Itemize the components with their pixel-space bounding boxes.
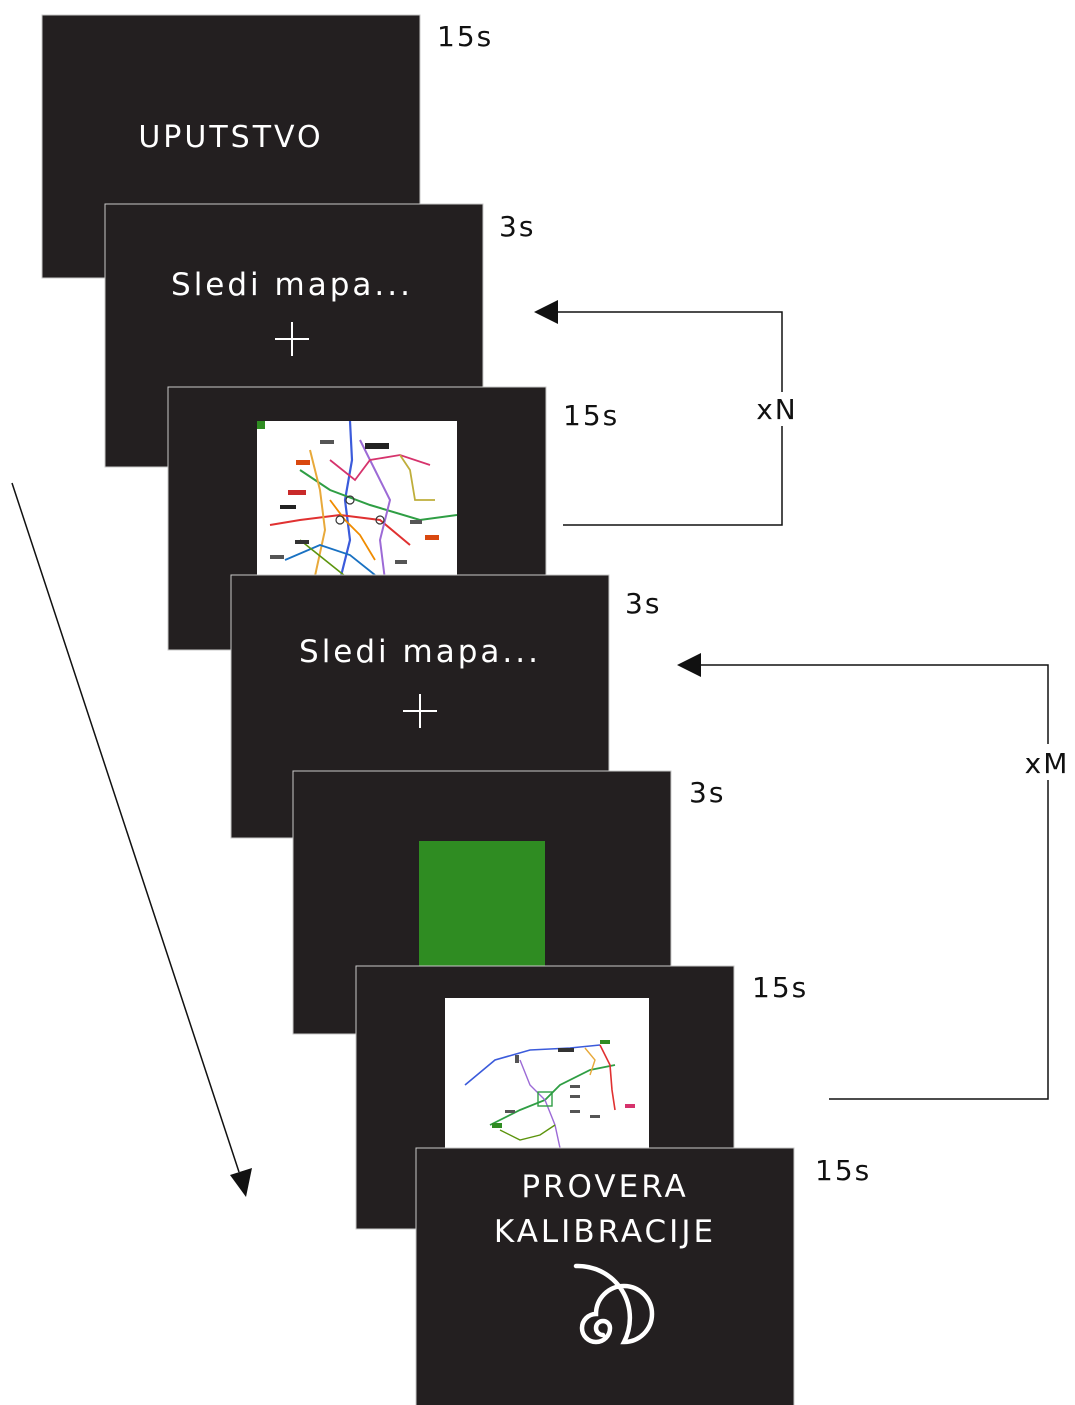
calibration-line-1: PROVERA xyxy=(521,1169,688,1205)
screen-calibration: PROVERA KALIBRACIJE xyxy=(415,1147,795,1405)
instructions-duration: 15s xyxy=(437,20,493,53)
cue-1-label: Sledi mapa... xyxy=(171,267,413,303)
spiral-icon xyxy=(573,1263,655,1345)
loop-m-label: xM xyxy=(1025,747,1070,780)
calibration-duration: 15s xyxy=(815,1154,871,1187)
metro-map-image-2 xyxy=(445,998,649,1148)
fixation-cross-icon xyxy=(403,694,437,728)
fixation-cross-icon xyxy=(275,322,309,356)
map-1-duration: 15s xyxy=(563,399,619,432)
instructions-label: UPUTSTVO xyxy=(138,120,323,155)
metro-map-image xyxy=(257,421,457,576)
calibration-line-2: KALIBRACIJE xyxy=(494,1214,716,1250)
arrow-icon xyxy=(230,1168,252,1197)
arrow-icon xyxy=(677,653,701,677)
map-2-duration: 15s xyxy=(752,971,808,1004)
metro-map-lines xyxy=(257,421,457,576)
cue-2-duration: 3s xyxy=(625,587,661,620)
green-block-duration: 3s xyxy=(689,776,725,809)
cue-1-duration: 3s xyxy=(499,210,535,243)
arrow-icon xyxy=(534,300,558,324)
metro-map-lines-2 xyxy=(464,1040,635,1148)
loop-m-arrow xyxy=(677,653,1049,1100)
time-arrow xyxy=(11,482,252,1197)
loop-n-label: xN xyxy=(756,393,798,426)
cue-2-label: Sledi mapa... xyxy=(299,634,541,670)
green-block xyxy=(419,841,545,967)
